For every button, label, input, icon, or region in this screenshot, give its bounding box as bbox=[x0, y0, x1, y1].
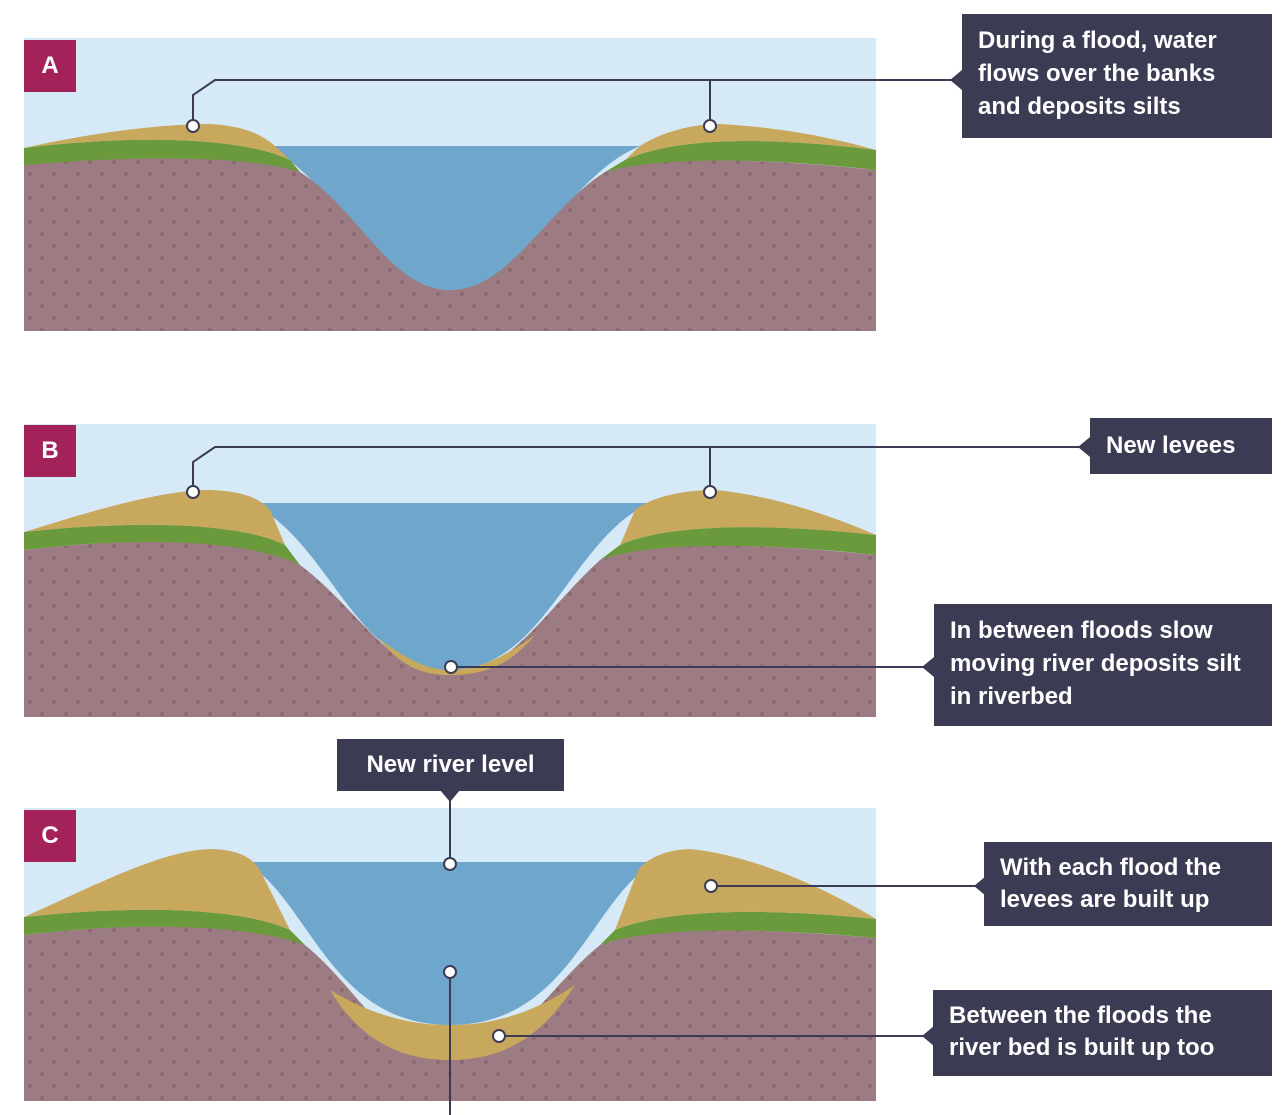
callout-new-river-level: New river level bbox=[337, 739, 564, 791]
panel-b-levees-pointer bbox=[1078, 437, 1090, 457]
panel-a-silt-left bbox=[24, 124, 290, 160]
panel-a-callout-pointer bbox=[950, 70, 962, 90]
panel-b-water bbox=[250, 503, 650, 670]
callout-bed-built-up: Between the floods the river bed is buil… bbox=[933, 990, 1272, 1076]
panel-a-leader bbox=[192, 79, 955, 126]
panel-c-marker-levee bbox=[704, 879, 718, 893]
panel-c-marker-water-depth bbox=[443, 965, 457, 979]
panel-c bbox=[24, 790, 986, 1115]
panel-label-a: A bbox=[24, 40, 76, 92]
panel-label-b: B bbox=[24, 425, 76, 477]
panel-a-rock bbox=[24, 154, 876, 331]
callout-new-levees: New levees bbox=[1090, 418, 1272, 474]
panel-b-silt-right bbox=[620, 490, 876, 545]
panel-b-marker-left bbox=[186, 485, 200, 499]
panel-a-marker-right bbox=[703, 119, 717, 133]
panel-b-grass-right bbox=[600, 527, 876, 560]
panel-c-silt-right bbox=[615, 849, 876, 930]
panel-b-silt-left bbox=[24, 490, 285, 545]
panel-b-rock bbox=[24, 541, 876, 717]
panel-c-water bbox=[245, 862, 655, 1025]
panel-c-silt-bed bbox=[330, 985, 575, 1060]
panel-b-riverbed-pointer bbox=[922, 657, 934, 677]
callout-riverbed-silt: In between floods slow moving river depo… bbox=[934, 604, 1272, 726]
panel-c-levees-pointer bbox=[974, 876, 986, 896]
panel-a bbox=[24, 38, 962, 331]
panel-c-grass-left bbox=[24, 909, 305, 945]
panel-c-marker-water-level bbox=[443, 857, 457, 871]
panel-b-grass-left bbox=[24, 524, 300, 565]
panel-b-leader-levees bbox=[192, 446, 1080, 492]
callout-flood-deposits: During a flood, water flows over the ban… bbox=[962, 14, 1272, 138]
panel-label-c: C bbox=[24, 810, 76, 862]
panel-a-silt-right bbox=[625, 124, 876, 160]
callout-levees-built-up: With each flood the levees are built up bbox=[984, 842, 1272, 926]
panel-b-silt-bed bbox=[378, 635, 535, 675]
panel-a-grass-left bbox=[24, 139, 300, 172]
panel-c-silt-left bbox=[24, 849, 290, 930]
panel-b-marker-right bbox=[703, 485, 717, 499]
panel-a-marker-left bbox=[186, 119, 200, 133]
panel-a-water bbox=[265, 146, 640, 290]
panel-c-rock bbox=[24, 926, 876, 1101]
panel-a-grass-right bbox=[605, 140, 876, 172]
panel-b-marker-bed bbox=[444, 660, 458, 674]
panel-c-river-level-pointer bbox=[440, 790, 460, 802]
panel-c-marker-bed bbox=[492, 1029, 506, 1043]
panel-b bbox=[24, 424, 1090, 717]
panel-c-bed-pointer bbox=[922, 1026, 934, 1046]
panel-c-grass-right bbox=[600, 911, 876, 945]
